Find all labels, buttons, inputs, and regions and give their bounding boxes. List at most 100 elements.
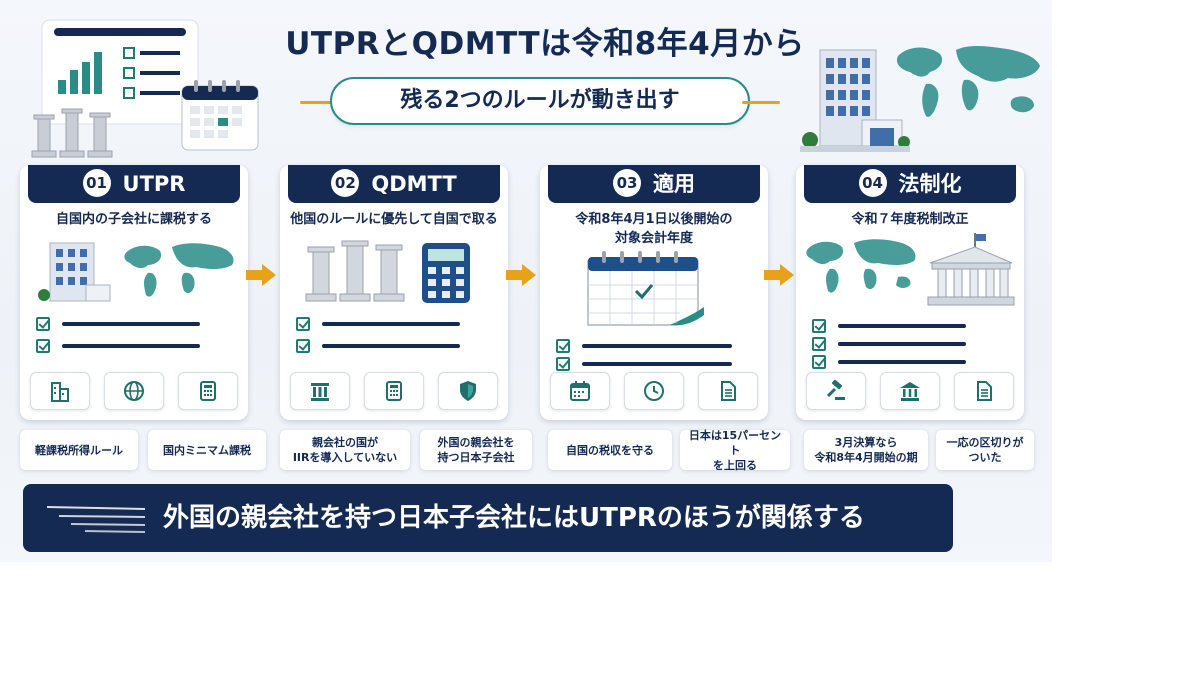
checklist [296,313,460,357]
pillars-calculator-illustration [304,239,484,313]
card-icon-row [550,372,758,410]
checklist-item [812,335,966,353]
checkbox-icon [812,337,826,351]
next-arrow-icon [504,262,538,288]
map-courthouse-illustration [806,233,1016,313]
subtitle-accent-line-right [742,101,780,104]
keyword-tag: 軽課税所得ルール [20,430,138,470]
card-icon-row [30,372,238,410]
card-description-line: 令和７年度税制改正 [851,212,969,227]
checklist [556,337,732,373]
card-description-line: 令和8年4月1日以後開始の [575,212,733,227]
step-number: 03 [613,169,641,197]
next-arrow-icon [244,262,278,288]
card-header: 02 QDMTT [288,165,500,203]
card-header: 03 適用 [548,165,760,203]
checklist-item [296,313,460,335]
clock-icon [624,372,684,410]
checkbox-icon [296,317,310,331]
checkbox-icon [556,339,570,353]
tag-line: 軽課税所得ルール [35,443,123,457]
report-panel-illustration [40,18,200,126]
subtitle-accent-line-left [300,101,338,104]
tag-line: を上回る [713,458,757,472]
card-description-line: 対象会計年度 [614,231,693,246]
checkbox-icon [812,319,826,333]
card-description: 自国内の子会社に課税する [24,210,244,229]
checklist [812,317,966,371]
keyword-tag: 日本は15パーセントを上回る [680,428,790,472]
subtitle-block: 残る2つのルールが動き出す [300,77,780,127]
card-title: 法制化 [898,172,962,196]
building-icon [30,372,90,410]
checkbox-icon [812,355,826,369]
tag-line: 国内ミニマム課税 [163,443,251,457]
tag-line: 持つ日本子会社 [437,451,515,464]
card-title: QDMTT [371,172,457,196]
page-subtitle: 残る2つのルールが動き出す [330,77,750,125]
conclusion-text: 外国の親会社を持つ日本子会社にはUTPRのほうが関係する [163,503,865,533]
conclusion-banner: 外国の親会社を持つ日本子会社にはUTPRのほうが関係する [23,484,953,552]
pillars-illustration [30,105,114,161]
checklist-item [36,313,200,335]
calendar-icon [550,372,610,410]
keyword-tag: 外国の親会社を持つ日本子会社 [420,430,532,470]
checkbox-icon [36,317,50,331]
tag-line: 3月決算なら [834,436,898,449]
office-building-illustration [800,40,910,158]
step-card-utpr: 01 UTPR 自国内の子会社に課税する [20,165,248,420]
card-description: 令和７年度税制改正 [800,210,1020,229]
tag-line: 外国の親会社を [437,436,515,449]
step-number: 01 [82,169,111,197]
tag-line: IIRを導入していない [292,451,398,464]
step-card-application: 03 適用 令和8年4月1日以後開始の 対象会計年度 [540,165,768,420]
tag-line: 日本は15パーセント [688,428,782,457]
card-icon-row [290,372,498,410]
checklist-item [36,335,200,357]
card-description-line: 他国のルールに優先して自国で取る [290,212,498,227]
card-description: 令和8年4月1日以後開始の 対象会計年度 [544,210,764,248]
document-icon [954,372,1014,410]
next-arrow-icon [762,262,796,288]
shield-icon [438,372,498,410]
checklist-item [296,335,460,357]
card-header: 04 法制化 [804,165,1016,203]
calendar-illustration [178,78,262,154]
gavel-icon [806,372,866,410]
speed-lines-icon [41,502,151,538]
checklist-item [556,337,732,355]
card-title: UTPR [122,172,186,196]
world-map-illustration [890,36,1046,136]
step-card-qdmtt: 02 QDMTT 他国のルールに優先して自国で取る [280,165,508,420]
globe-icon [104,372,164,410]
page-title: UTPRとQDMTTは令和8年4月から [285,26,805,62]
step-number: 04 [858,169,887,197]
tag-line: 令和8年4月開始の期 [814,451,918,464]
document-icon [698,372,758,410]
tag-line: ついた [968,451,1002,464]
step-card-legislation: 04 法制化 令和７年度税制改正 [796,165,1024,420]
checkbox-icon [556,357,570,371]
checklist [36,313,200,357]
pillar-icon [290,372,350,410]
tag-line: 親会社の国が [311,436,378,449]
checklist-item [556,355,732,373]
calendar-check-illustration [580,251,710,333]
keyword-tag: 国内ミニマム課税 [148,430,266,470]
calculator-icon [178,372,238,410]
keyword-tag: 自国の税収を守る [548,430,672,470]
card-title: 適用 [653,172,695,196]
building-map-illustration [36,237,236,311]
step-number: 02 [331,169,360,197]
card-description: 他国のルールに優先して自国で取る [284,210,504,229]
courthouse-icon [880,372,940,410]
card-description-line: 自国内の子会社に課税する [55,212,212,227]
checklist-item [812,353,966,371]
card-header: 01 UTPR [28,165,240,203]
calculator-icon [364,372,424,410]
tag-line: 自国の税収を守る [566,443,654,457]
keyword-tag: 親会社の国が IIRを導入していない [280,430,410,470]
infographic-canvas: UTPRとQDMTTは令和8年4月から 残る2つのルールが動き出す 01 UTPR… [0,0,1052,562]
tag-line: 一応の区切りが [946,436,1024,449]
keyword-tag: 3月決算なら令和8年4月開始の期 [804,430,928,470]
